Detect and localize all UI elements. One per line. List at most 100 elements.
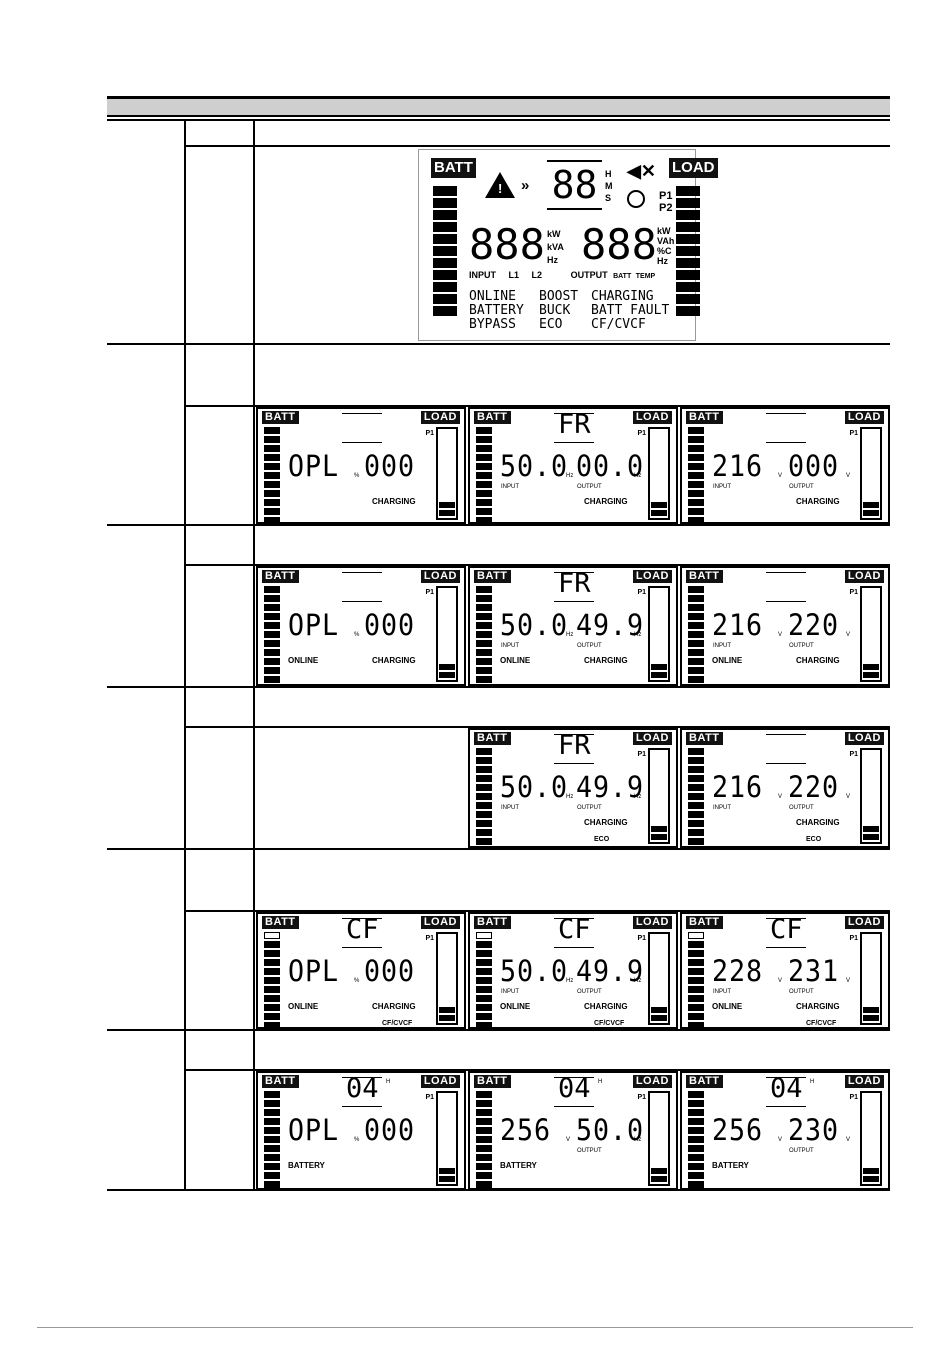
left-unit-kva: kVA — [547, 242, 564, 252]
battery-bar — [688, 427, 704, 434]
warning-icon — [485, 172, 515, 198]
load-tag: LOAD — [420, 1075, 460, 1088]
load-bar — [863, 834, 879, 840]
battery-bar — [688, 481, 704, 488]
right-reading: 000 — [364, 1113, 415, 1147]
load-tag: LOAD — [632, 916, 672, 929]
table-rule — [185, 145, 890, 147]
output-label: OUTPUT — [789, 1148, 814, 1154]
main-left-units: kW kVA Hz — [547, 228, 564, 267]
top-display-frame — [766, 572, 806, 602]
battery-bar — [476, 1022, 492, 1027]
load-bar — [651, 502, 667, 508]
battery-bar — [476, 463, 492, 470]
battery-level-bars — [688, 427, 704, 522]
top-display-frame — [342, 572, 382, 602]
load-bar — [651, 1007, 667, 1013]
battery-level-bars — [476, 932, 492, 1027]
left-unit-kw: kW — [547, 229, 561, 239]
left-reading-unit: Hz — [566, 632, 574, 638]
battery-bar — [476, 748, 492, 755]
output-label: OUTPUT — [577, 1148, 602, 1154]
battery-bar — [476, 622, 492, 629]
top-display-value: CF — [770, 914, 803, 945]
main-batt-bar — [433, 294, 457, 304]
batt-tag: BATT — [474, 411, 511, 424]
battery-bar — [264, 941, 280, 948]
status-right: CHARGING — [796, 497, 840, 506]
battery-bar — [476, 1154, 492, 1161]
top-display-value: CF — [558, 914, 591, 945]
load-bar — [863, 826, 879, 832]
left-reading: 216 — [712, 449, 763, 483]
battery-bar — [476, 517, 492, 522]
load-tag: LOAD — [844, 732, 884, 745]
label-batt: BATT — [613, 273, 632, 280]
output-label: OUTPUT — [789, 484, 814, 490]
table-rule — [107, 524, 890, 526]
battery-bar — [476, 950, 492, 957]
left-reading-unit: V — [778, 794, 783, 800]
batt-tag: BATT — [262, 1075, 299, 1088]
main-batt-bar — [433, 282, 457, 292]
right-reading: 220 — [788, 608, 839, 642]
battery-bar — [688, 1136, 704, 1143]
load-bar — [651, 672, 667, 678]
table-rule — [107, 343, 890, 345]
battery-bar — [688, 802, 704, 809]
batt-tag: BATT — [686, 732, 723, 745]
main-status-col2: BOOST BUCK ECO — [539, 290, 578, 332]
battery-bar — [688, 613, 704, 620]
battery-bar — [476, 829, 492, 836]
battery-level-bars — [476, 427, 492, 522]
batt-tag: BATT — [474, 916, 511, 929]
battery-bar — [476, 472, 492, 479]
battery-bar — [264, 1091, 280, 1098]
chevron-right-icon: » — [521, 177, 530, 194]
status-left: ONLINE — [288, 1002, 319, 1011]
top-display-frame — [554, 1077, 594, 1107]
load-bar — [863, 502, 879, 508]
warning-exclamation: ! — [498, 181, 503, 196]
load-bar — [439, 510, 455, 516]
table-rule — [107, 686, 890, 688]
battery-bar — [688, 622, 704, 629]
status-battery: BATTERY — [469, 303, 524, 318]
battery-bar — [688, 1091, 704, 1098]
main-batt-tag: BATT — [431, 158, 476, 178]
right-reading: 000 — [364, 449, 415, 483]
battery-bar — [688, 950, 704, 957]
load-bar — [863, 1007, 879, 1013]
battery-bar — [688, 667, 704, 674]
top-display-frame — [554, 413, 594, 443]
output-label: OUTPUT — [577, 484, 602, 490]
battery-bar — [688, 793, 704, 800]
load-bar — [651, 664, 667, 670]
battery-bar — [476, 932, 492, 939]
battery-bar — [476, 1004, 492, 1011]
battery-bar — [264, 1127, 280, 1134]
right-reading-unit: Hz — [634, 632, 642, 638]
battery-bar — [264, 472, 280, 479]
battery-bar — [476, 784, 492, 791]
load-tag: LOAD — [844, 411, 884, 424]
battery-bar — [264, 667, 280, 674]
battery-bar — [476, 649, 492, 656]
output-label: OUTPUT — [577, 805, 602, 811]
load-bar — [863, 1168, 879, 1174]
battery-level-bars — [476, 748, 492, 846]
left-reading-unit: V — [778, 473, 783, 479]
right-reading: 000 — [364, 608, 415, 642]
battery-level-bars — [688, 586, 704, 684]
left-reading: 228 — [712, 954, 763, 988]
status-left: ONLINE — [500, 1002, 531, 1011]
right-reading: 49.9 — [576, 770, 644, 804]
status-left: ONLINE — [500, 656, 531, 665]
battery-bar — [688, 1109, 704, 1116]
top-display-frame — [766, 918, 806, 948]
battery-bar — [476, 1163, 492, 1170]
top-display-frame — [554, 572, 594, 602]
